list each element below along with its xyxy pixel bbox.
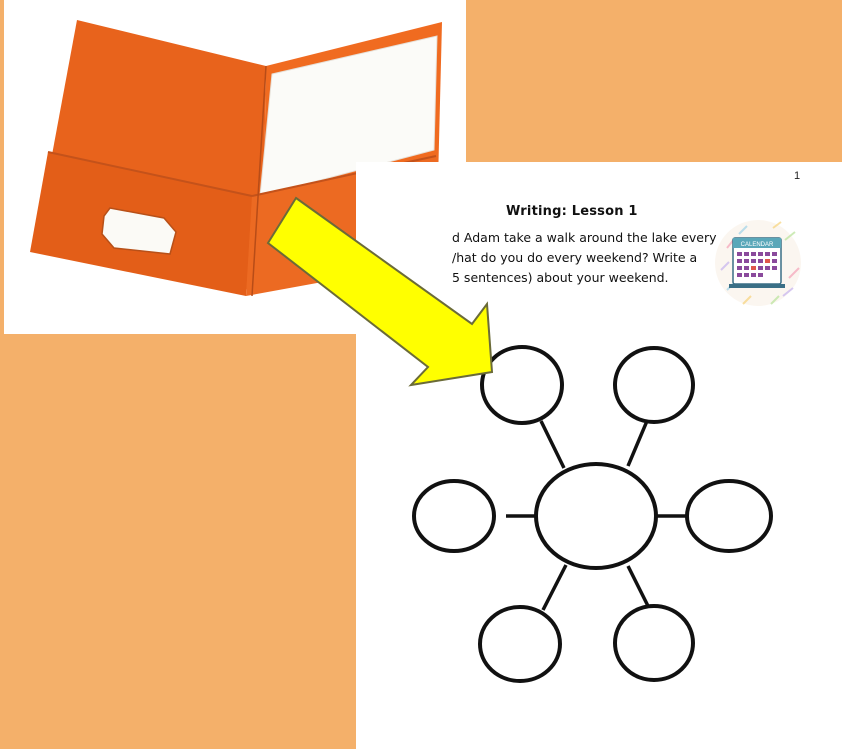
arrow-shape — [268, 198, 492, 385]
